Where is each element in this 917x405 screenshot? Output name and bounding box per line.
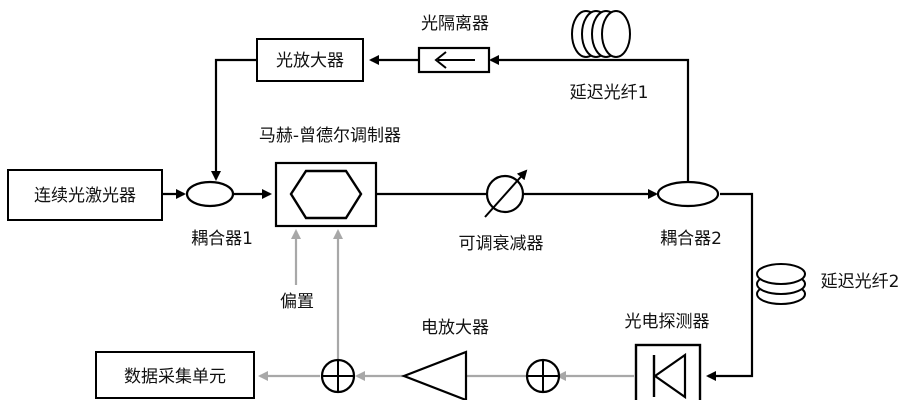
path-amplifier-to-coupler1 bbox=[211, 58, 257, 181]
delay-fiber-2-coil bbox=[756, 263, 806, 305]
delay-fiber-1-coil bbox=[571, 10, 631, 58]
coupler-1 bbox=[185, 180, 235, 208]
summing-junction-2 bbox=[525, 358, 561, 394]
mzm-hexagon-icon bbox=[289, 169, 363, 220]
attenuator-label: 可调衰减器 bbox=[459, 234, 544, 254]
cw-laser: 连续光激光器 bbox=[7, 169, 163, 221]
cw-laser-label: 连续光激光器 bbox=[34, 186, 136, 206]
photodetector-label: 光电探测器 bbox=[625, 312, 710, 332]
optical-isolator bbox=[417, 46, 491, 74]
optical-amplifier-label: 光放大器 bbox=[276, 51, 344, 71]
mzm-modulator bbox=[274, 161, 378, 228]
coupler-2 bbox=[656, 180, 720, 208]
delay-fiber-2-label: 延迟光纤2 bbox=[821, 272, 900, 292]
summing-junction-1 bbox=[320, 358, 356, 394]
diode-icon bbox=[653, 352, 687, 400]
data-acquisition-unit: 数据采集单元 bbox=[95, 351, 255, 399]
electrical-amplifier-label: 电放大器 bbox=[421, 318, 489, 338]
mzm-label: 马赫-曾德尔调制器 bbox=[259, 126, 401, 146]
data-acquisition-label: 数据采集单元 bbox=[124, 367, 226, 387]
photodetector bbox=[634, 343, 702, 405]
coupler-1-label: 耦合器1 bbox=[191, 229, 253, 249]
isolator-label: 光隔离器 bbox=[421, 14, 489, 34]
variable-attenuator bbox=[484, 169, 528, 218]
optical-amplifier: 光放大器 bbox=[256, 38, 364, 82]
path-coupler2-to-photodetector bbox=[706, 192, 754, 381]
electrical-amplifier bbox=[400, 350, 468, 402]
delay-fiber-1-label: 延迟光纤1 bbox=[570, 83, 649, 103]
path-coupler2-to-isolator bbox=[489, 55, 690, 182]
bias-label: 偏置 bbox=[280, 292, 314, 312]
isolator-arrow-icon bbox=[434, 51, 447, 69]
coupler-2-label: 耦合器2 bbox=[660, 229, 722, 249]
